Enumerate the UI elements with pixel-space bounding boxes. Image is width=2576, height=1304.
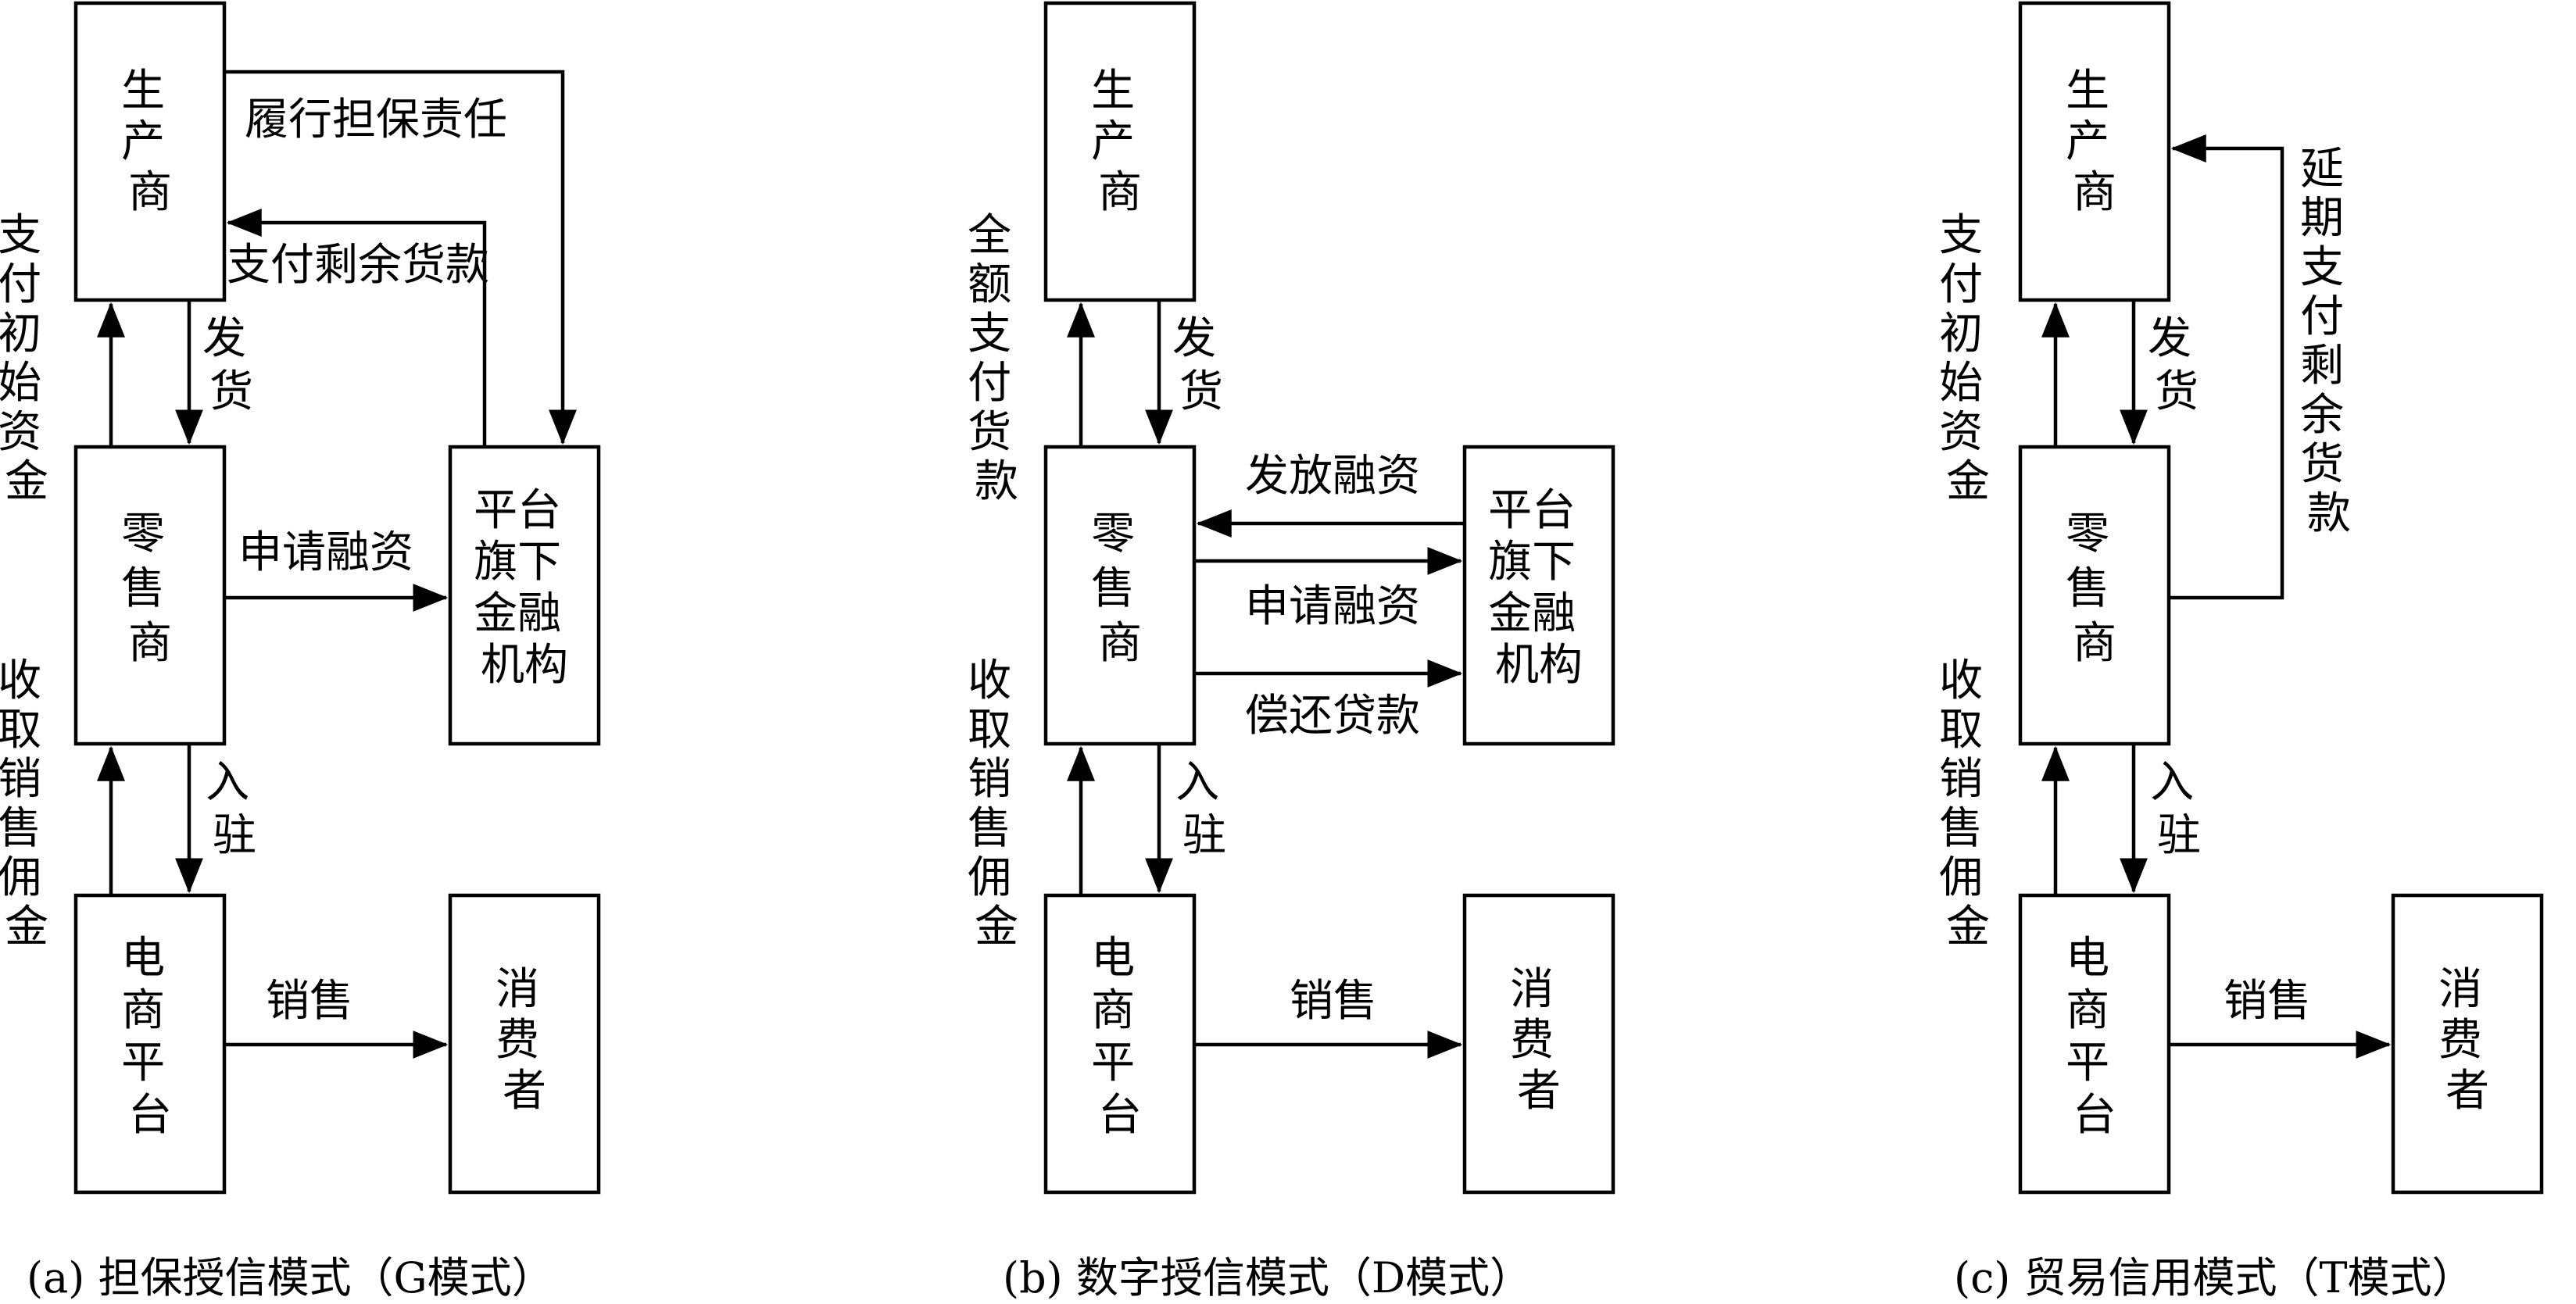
consumer-text: 消 费 者: [1510, 964, 1568, 1116]
consumer-box: [1462, 893, 1615, 1195]
ship-label: 发 货: [1172, 313, 1230, 417]
finance-box: [1462, 445, 1615, 746]
commission-label: 收 取 销 售 佣 金: [968, 656, 1025, 952]
producer-box: [2018, 1, 2171, 302]
pay-initial-label: 支 付 初 始 资 金: [1939, 210, 1997, 507]
deferred-arrow: [2169, 134, 2284, 600]
commission-label: 收 取 销 售 佣 金: [1939, 656, 1997, 952]
pay-remaining-label: 支付剩余货款: [227, 240, 489, 291]
producer-text: 生 产 商: [1091, 66, 1149, 218]
apply-label: 申请融资: [238, 527, 413, 578]
ship-label: 发 货: [202, 313, 260, 417]
panel-b: 生 产 商 零 售 商 电 商 平 台 消 费 者 平台 旗下 金融 机构: [968, 1, 1615, 1302]
repay-label: 偿还贷款: [1245, 691, 1420, 741]
apply-label: 申请融资: [1245, 581, 1420, 632]
producer-box: [1043, 1, 1197, 302]
commission-label: 收 取 销 售 佣 金: [0, 656, 55, 952]
retailer-text: 零 售 商: [1091, 509, 1149, 669]
caption-c: (c) 贸易信用模式（T模式）: [1954, 1253, 2474, 1302]
sell-label: 销售: [266, 976, 353, 1027]
retailer-box: [73, 445, 227, 746]
retailer-text: 零 售 商: [121, 509, 179, 669]
retailer-box: [1043, 445, 1197, 746]
consumer-text: 消 费 者: [496, 964, 553, 1116]
sell-label: 销售: [1290, 976, 1377, 1027]
join-label: 入 驻: [2150, 757, 2208, 861]
platform-text: 电 商 平 台: [121, 933, 179, 1141]
finance-text: 平台 旗下 金融 机构: [474, 485, 575, 691]
producer-box: [73, 1, 227, 302]
guarantee-label: 履行担保责任: [245, 95, 507, 145]
pay-initial-label: 支 付 初 始 资 金: [0, 210, 55, 507]
caption-a: (a) 担保授信模式（G模式）: [27, 1253, 554, 1302]
finance-text: 平台 旗下 金融 机构: [1488, 485, 1590, 691]
finance-box: [448, 445, 601, 746]
consumer-box: [448, 893, 601, 1195]
deferred-label: 延 期 支 付 剩 余 货 款: [2300, 144, 2358, 539]
panel-a: 生 产 商 零 售 商 电 商 平 台 消 费 者 平台 旗下 金融 机构: [0, 1, 601, 1302]
pay-remaining-arrow: [226, 209, 487, 447]
consumer-box: [2391, 893, 2544, 1195]
join-label: 入 驻: [1175, 757, 1233, 861]
join-label: 入 驻: [206, 757, 263, 861]
caption-b: (b) 数字授信模式（D模式）: [1003, 1253, 1532, 1302]
sell-label: 销售: [2224, 976, 2311, 1027]
producer-text: 生 产 商: [121, 66, 179, 218]
issue-label: 发放融资: [1245, 451, 1420, 502]
platform-box: [73, 893, 227, 1195]
ship-label: 发 货: [2148, 313, 2206, 417]
panel-c: 生 产 商 零 售 商 电 商 平 台 消 费 者 支 付 初: [1939, 1, 2544, 1302]
retailer-box: [2018, 445, 2171, 746]
platform-text: 电 商 平 台: [1091, 933, 1149, 1141]
producer-text: 生 产 商: [2066, 66, 2123, 218]
consumer-text: 消 费 者: [2438, 964, 2496, 1116]
retailer-text: 零 售 商: [2066, 509, 2123, 669]
full-pay-label: 全 额 支 付 货 款: [968, 210, 1025, 507]
platform-text: 电 商 平 台: [2066, 933, 2123, 1141]
guarantee-arrow: [224, 70, 577, 445]
platform-box: [1043, 893, 1197, 1195]
